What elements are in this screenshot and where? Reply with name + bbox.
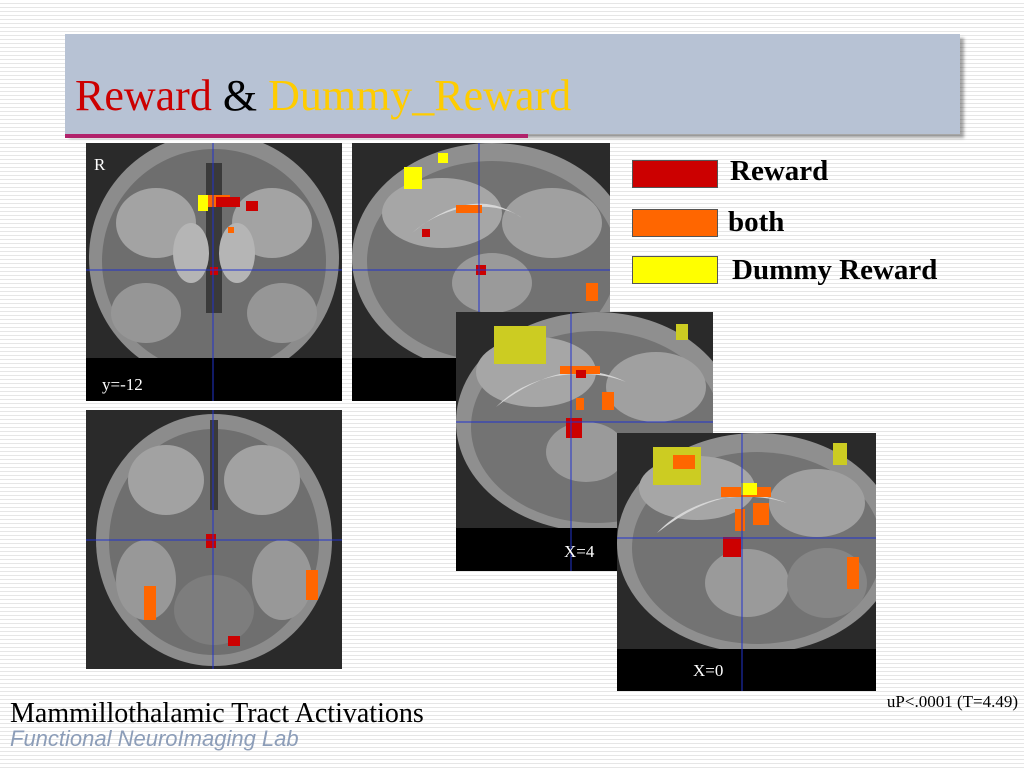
sagittal-x0-brain-image — [617, 433, 876, 691]
legend-swatch-both — [632, 209, 718, 237]
legend-label-both: both — [728, 206, 785, 238]
coronal-orientation-label: R — [94, 155, 106, 174]
title-bar: Reward & Dummy_Reward — [65, 34, 960, 134]
legend-label-reward: Reward — [730, 155, 829, 187]
legend-label-dummy-reward: Dummy Reward — [732, 254, 938, 286]
legend-swatch-reward — [632, 160, 718, 188]
sagittal-x0-slice-label: X=0 — [693, 661, 724, 680]
sagittal-top-brain-image — [352, 143, 610, 401]
coronal-brain-panel: R y=-12 — [86, 143, 342, 401]
axial-brain-panel — [86, 410, 342, 669]
axial-brain-image — [86, 410, 342, 669]
title-dummy-reward: Dummy_Reward — [268, 71, 572, 120]
coronal-brain-image — [86, 143, 342, 401]
title-underline — [65, 134, 528, 138]
coronal-slice-label: y=-12 — [102, 375, 143, 394]
slide-title: Reward & Dummy_Reward — [75, 74, 571, 118]
footer-title: Mammillothalamic Tract Activations — [10, 698, 424, 729]
title-reward: Reward — [75, 71, 212, 120]
legend-swatch-dummy-reward — [632, 256, 718, 284]
sagittal-x0-brain-panel: X=0 — [617, 433, 876, 691]
footer-lab-name: Functional NeuroImaging Lab — [10, 726, 299, 751]
title-ampersand: & — [222, 71, 258, 120]
statistics-threshold-note: uP<.0001 (T=4.49) — [886, 692, 1018, 711]
sagittal-x4-slice-label: X=4 — [564, 542, 595, 561]
